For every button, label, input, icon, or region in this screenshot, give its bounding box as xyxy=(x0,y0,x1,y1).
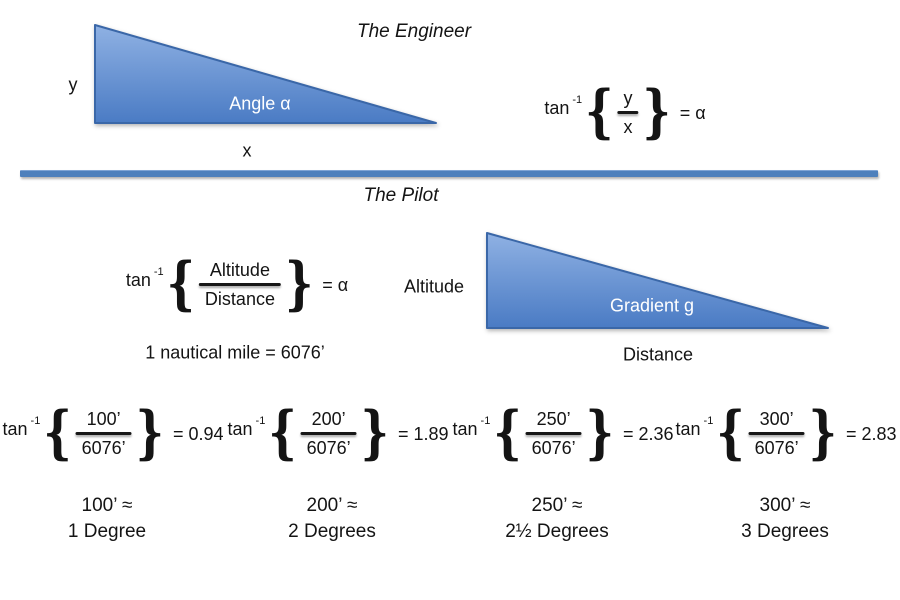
pilot-section-title: The Pilot xyxy=(363,185,439,206)
inverse-exponent: -1 xyxy=(572,93,583,106)
tan-label: tan xyxy=(544,97,570,118)
formula-result: = 2.36 xyxy=(622,423,674,444)
tan-function: tan -1 xyxy=(227,415,266,440)
fraction-denominator: 6076’ xyxy=(306,438,351,458)
tan-function: tan -1 xyxy=(452,415,491,440)
approx-degrees: 3 Degrees xyxy=(741,521,829,542)
fraction-numerator: y xyxy=(623,88,633,108)
engineer-triangle xyxy=(94,24,437,124)
approx-label-100: 100’ ≈ 1 Degree xyxy=(68,493,146,545)
open-brace: { xyxy=(43,400,72,467)
engineer-formula: tan -1 { y x } = α xyxy=(544,84,706,141)
formula-result: = α xyxy=(322,274,349,295)
inverse-exponent: -1 xyxy=(480,414,491,427)
tan-function: tan -1 xyxy=(2,415,41,440)
fraction-denominator: x xyxy=(623,117,633,137)
fraction-bar xyxy=(617,111,639,114)
fraction: 200’ 6076’ xyxy=(300,409,357,459)
example-formula-100: tan -1 { 100’ 6076’ } = 0.94 xyxy=(2,405,224,462)
tan-function: tan -1 xyxy=(125,266,164,291)
open-brace: { xyxy=(585,79,614,146)
approx-label-200: 200’ ≈ 2 Degrees xyxy=(288,493,376,545)
tan-function: tan -1 xyxy=(544,94,582,119)
close-brace: } xyxy=(360,400,389,467)
close-brace: } xyxy=(585,400,614,467)
engineer-section-title: The Engineer xyxy=(356,21,472,42)
approx-label-250: 250’ ≈ 2½ Degrees xyxy=(505,493,609,545)
fraction-numerator: 100’ xyxy=(86,409,121,429)
approx-degrees: 2 Degrees xyxy=(288,521,376,542)
fraction-numerator: 250’ xyxy=(536,409,571,429)
open-brace: { xyxy=(716,400,745,467)
engineer-side-label-y: y xyxy=(68,74,78,95)
open-brace: { xyxy=(493,400,522,467)
fraction-denominator: 6076’ xyxy=(81,438,126,458)
formula-result: = 1.89 xyxy=(397,423,449,444)
fraction-numerator: 300’ xyxy=(759,409,794,429)
open-brace: { xyxy=(268,400,297,467)
fraction-bar xyxy=(748,432,805,435)
close-brace: } xyxy=(135,400,164,467)
formula-result: = 0.94 xyxy=(172,423,224,444)
approx-degrees: 2½ Degrees xyxy=(505,521,609,542)
approx-feet: 250’ ≈ xyxy=(531,495,583,516)
fraction-bar xyxy=(300,432,357,435)
fraction-numerator: 200’ xyxy=(311,409,346,429)
fraction-bar xyxy=(198,283,281,286)
example-formula-200: tan -1 { 200’ 6076’ } = 1.89 xyxy=(227,405,449,462)
nautical-mile-note: 1 nautical mile = 6076’ xyxy=(145,342,325,363)
tan-label: tan xyxy=(675,418,701,439)
fraction: 250’ 6076’ xyxy=(525,409,582,459)
inverse-exponent: -1 xyxy=(30,414,41,427)
pilot-side-label-altitude: Altitude xyxy=(403,276,465,297)
formula-result: = α xyxy=(679,102,706,123)
pilot-triangle xyxy=(486,232,829,329)
tan-label: tan xyxy=(2,418,28,439)
pilot-triangle-label: Gradient g xyxy=(609,295,695,316)
fraction: 100’ 6076’ xyxy=(75,409,132,459)
pilot-side-label-distance: Distance xyxy=(622,344,694,365)
close-brace: } xyxy=(284,251,314,318)
example-formula-250: tan -1 { 250’ 6076’ } = 2.36 xyxy=(452,405,674,462)
engineer-side-label-x: x xyxy=(242,140,252,161)
example-formula-300: tan -1 { 300’ 6076’ } = 2.83 xyxy=(675,405,897,462)
fraction-bar xyxy=(75,432,132,435)
fraction-denominator: 6076’ xyxy=(754,438,799,458)
inverse-exponent: -1 xyxy=(255,414,266,427)
fraction: 300’ 6076’ xyxy=(748,409,805,459)
inverse-exponent: -1 xyxy=(153,265,164,278)
tan-function: tan -1 xyxy=(675,415,714,440)
approx-feet: 100’ ≈ xyxy=(81,495,133,516)
fraction-denominator: 6076’ xyxy=(531,438,576,458)
tan-label: tan xyxy=(452,418,478,439)
fraction-denominator: Distance xyxy=(204,289,275,309)
tan-label: tan xyxy=(125,269,151,290)
section-divider-line xyxy=(20,170,878,177)
approx-feet: 300’ ≈ xyxy=(759,495,811,516)
fraction: Altitude Distance xyxy=(198,260,281,310)
open-brace: { xyxy=(166,251,195,318)
fraction-bar xyxy=(525,432,582,435)
inverse-exponent: -1 xyxy=(703,414,714,427)
close-brace: } xyxy=(808,400,837,467)
fraction-numerator: Altitude xyxy=(209,260,270,280)
approx-label-300: 300’ ≈ 3 Degrees xyxy=(741,493,829,545)
approx-feet: 200’ ≈ xyxy=(306,495,358,516)
formula-result: = 2.83 xyxy=(845,423,897,444)
close-brace: } xyxy=(642,79,671,146)
fraction: y x xyxy=(617,88,639,138)
approx-degrees: 1 Degree xyxy=(67,521,147,542)
pilot-formula: tan -1 { Altitude Distance } = α xyxy=(125,256,349,313)
engineer-triangle-label: Angle α xyxy=(229,93,291,114)
tan-label: tan xyxy=(227,418,253,439)
